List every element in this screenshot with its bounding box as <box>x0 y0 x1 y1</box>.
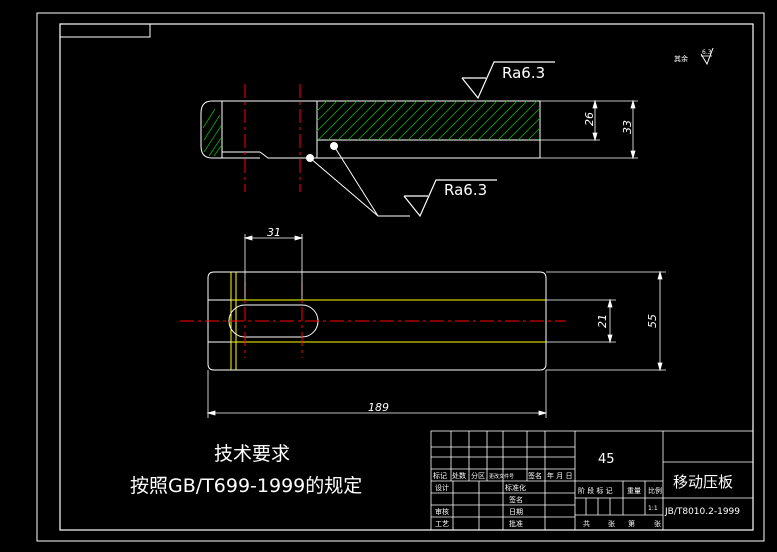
roughness-check-small <box>700 47 714 66</box>
notes-body: 按照GB/T699-1999的规定 <box>130 475 362 497</box>
roughness-symbol-top: Ra6.3 <box>461 61 555 100</box>
dim-21-55 <box>546 270 666 372</box>
row-label-design: 设计 <box>435 483 449 492</box>
sign-label: 签名 <box>509 495 523 504</box>
outer-frame <box>36 12 765 542</box>
sheet-label-0: 共 <box>583 519 590 528</box>
scale-header: 比例 <box>648 486 662 495</box>
dim-26-33 <box>540 99 638 160</box>
other-roughness-label: 其余 <box>674 54 688 63</box>
dim-21-label: 21 <box>596 314 609 328</box>
roughness-symbol-side: Ra6.3 <box>403 179 497 218</box>
corner-code-box <box>59 23 151 38</box>
rev-header-0: 标记 <box>433 471 447 480</box>
dim-189 <box>206 370 548 418</box>
dim-26-label: 26 <box>583 112 596 126</box>
dim-189-label: 189 <box>368 401 389 414</box>
section-view <box>200 84 541 217</box>
standard-code: JB/T8010.2-1999 <box>664 507 740 517</box>
plan-view <box>180 271 566 371</box>
dim-31-label: 31 <box>267 226 281 239</box>
notes-title: 技术要求 <box>214 443 290 465</box>
other-roughness-value: 6.3 <box>702 49 712 56</box>
dim-55-label: 55 <box>646 314 659 328</box>
dim-31 <box>243 234 304 300</box>
title-block <box>430 430 754 531</box>
rev-header-1: 处数 <box>452 471 466 480</box>
mid-label-standard: 标准化 <box>505 483 526 492</box>
weight-header: 重量 <box>627 487 641 495</box>
mid-label-approve: 批准 <box>509 519 523 528</box>
title-block-text: 标记 处数 分区 更改文件号 签名 年 月 日 设计 审核 工艺 标准化 签名 … <box>433 452 740 528</box>
roughness-top-label: Ra6.3 <box>502 64 545 82</box>
row-label-review: 审核 <box>435 507 449 516</box>
rev-header-2: 分区 <box>471 471 485 480</box>
stage-header: 阶 段 标 记 <box>578 486 613 495</box>
other-roughness-symbol: 其余 6.3 <box>674 47 714 66</box>
roughness-side-label: Ra6.3 <box>444 181 487 199</box>
sheet-label-3: 张 <box>654 519 661 528</box>
part-name: 移动压板 <box>673 473 733 491</box>
dim-33-label: 33 <box>621 120 634 134</box>
mid-label-date: 日期 <box>509 508 523 516</box>
rev-header-4: 签名 <box>528 471 542 480</box>
inner-frame <box>59 23 754 531</box>
right-block-section <box>316 100 541 141</box>
left-end-section <box>200 100 223 159</box>
rev-header-5: 年 月 日 <box>547 471 572 480</box>
plan-outline <box>207 271 547 371</box>
sheet-label-2: 第 <box>628 519 635 528</box>
row-label-process: 工艺 <box>435 520 449 528</box>
rev-header-3: 更改文件号 <box>489 473 514 480</box>
sheet-label-1: 张 <box>608 519 615 528</box>
material-value: 45 <box>598 452 615 467</box>
scale-value: 1:1 <box>648 505 658 512</box>
